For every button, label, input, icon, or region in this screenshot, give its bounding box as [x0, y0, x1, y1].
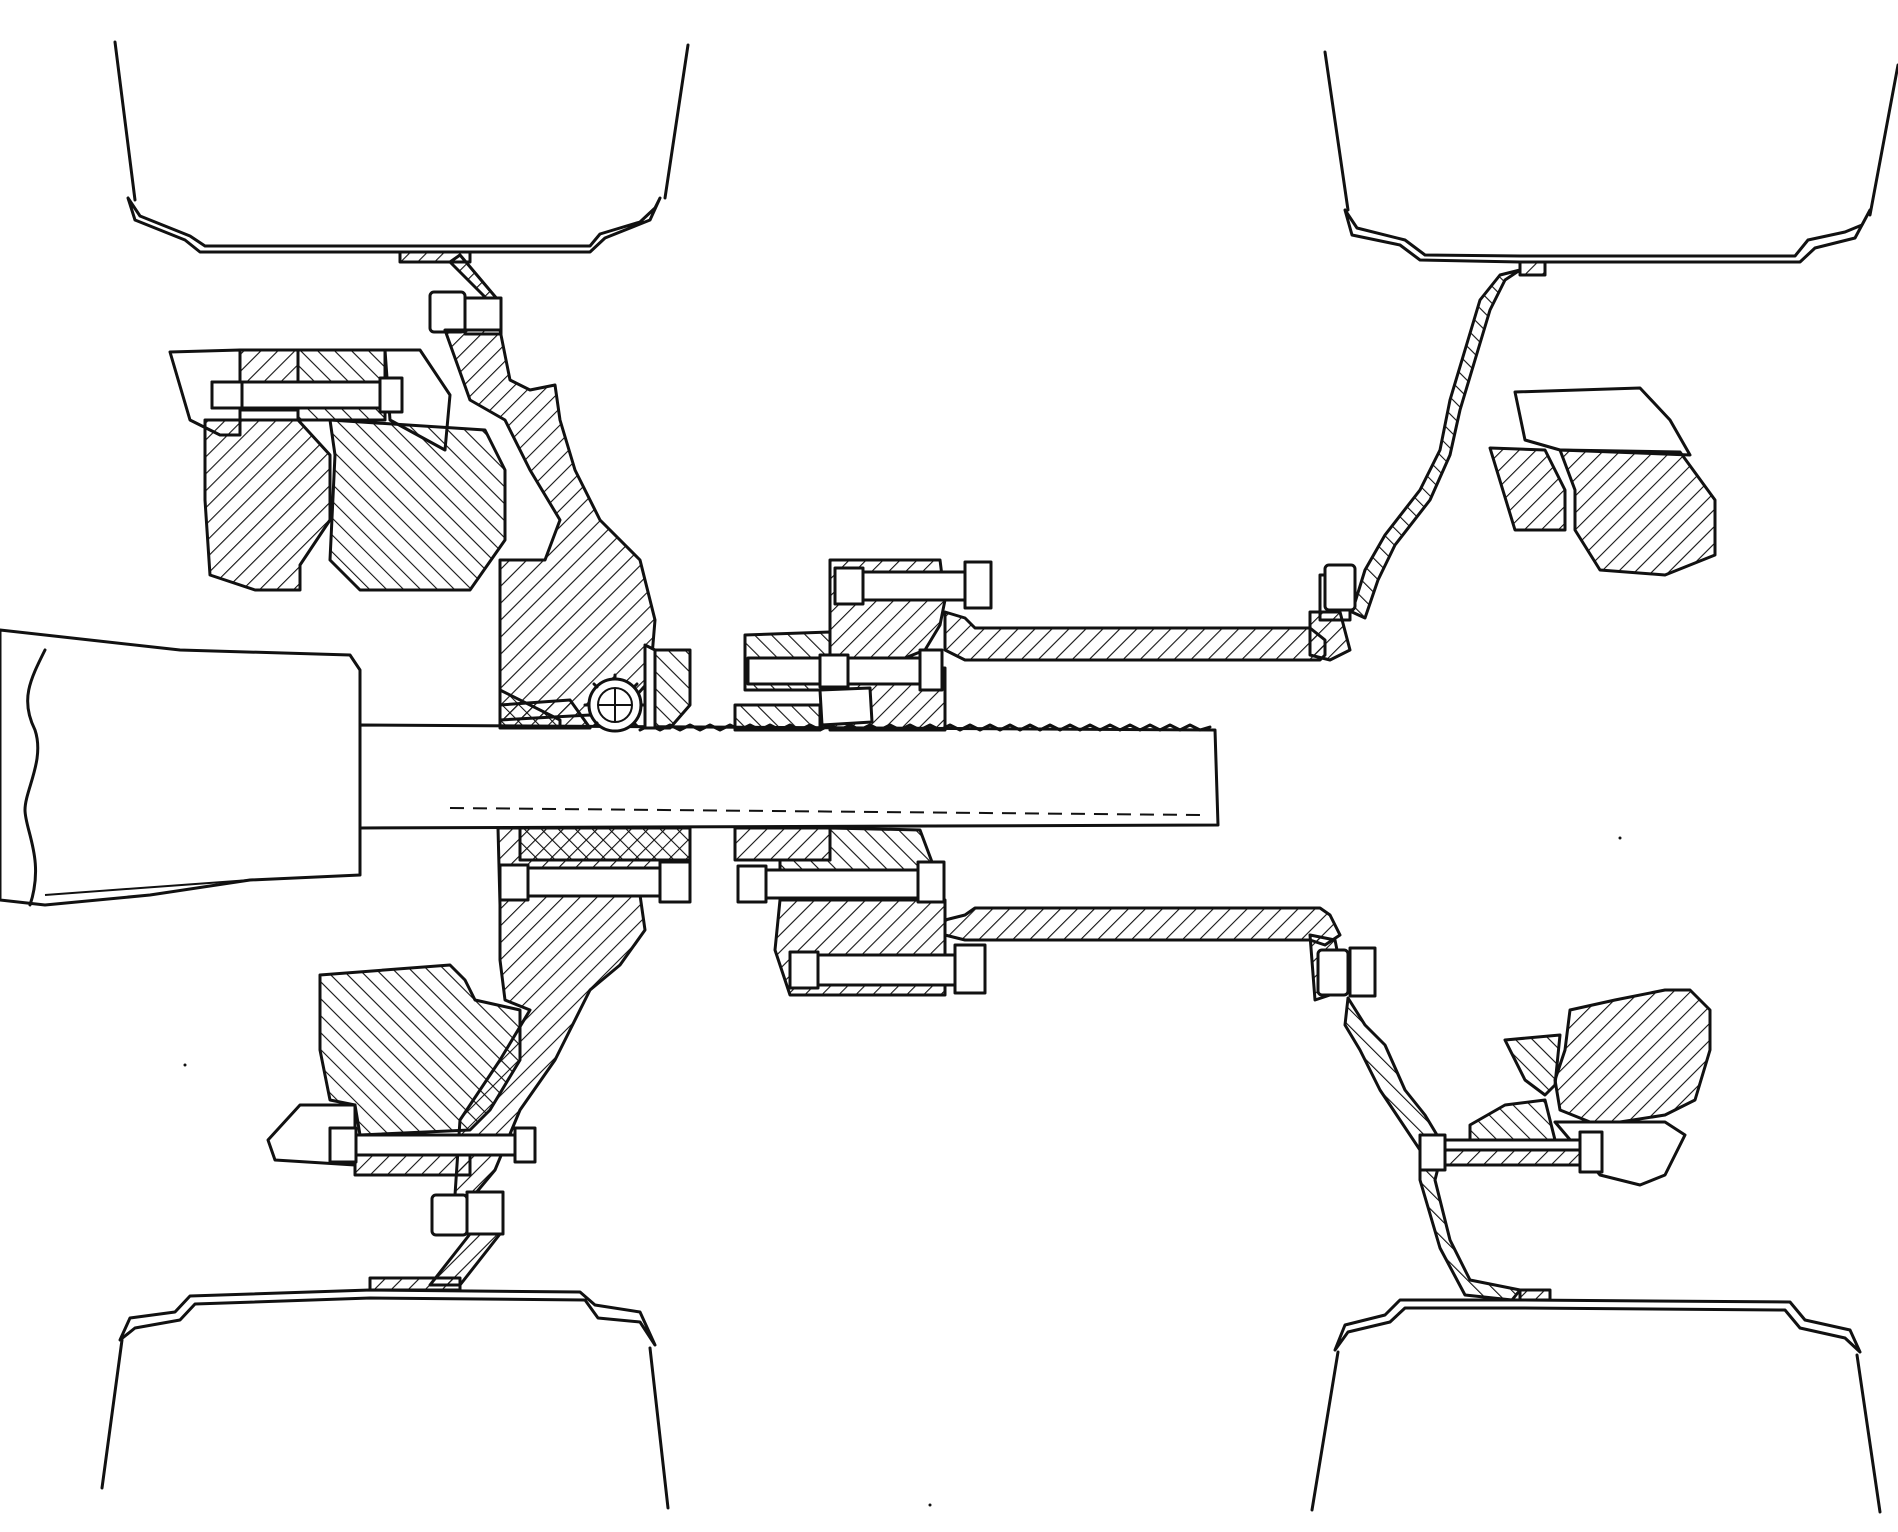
lower-left-nut — [430, 1193, 469, 1237]
upper-right-rim — [1343, 208, 1872, 277]
lower-left-caliper-nut — [328, 1126, 358, 1164]
upper-left-nut — [428, 290, 467, 334]
upper-left-brake-caliper — [168, 348, 507, 592]
pinion-gear — [583, 673, 647, 733]
left-axle-housing — [0, 628, 362, 907]
lower-right-inner-bolt-head — [916, 860, 946, 904]
left-gear-housing — [498, 643, 692, 730]
upper-right-tire — [1323, 50, 1898, 217]
drive-shaft — [358, 723, 1220, 830]
lower-right-inner-nut — [736, 864, 768, 904]
upper-right-disc-nut — [1323, 563, 1357, 612]
upper-left-caliper-bolt-head — [378, 376, 404, 414]
lower-right-caliper-nut — [1418, 1133, 1447, 1172]
lower-right-arm-bolt-head — [1348, 946, 1377, 998]
lower-right-bolt-head — [953, 943, 987, 995]
upper-left-wheel-disc — [428, 253, 503, 336]
upper-right-inner-bolt-head — [918, 648, 944, 692]
lower-left-caliper-bolt-head — [513, 1126, 537, 1164]
upper-right-axle-arm — [943, 573, 1352, 662]
lower-right-inner-bolt — [736, 868, 940, 900]
lower-left-hub-carrier — [453, 826, 692, 1202]
upper-left-rim — [126, 196, 662, 264]
lower-left-bolt-head — [465, 1190, 505, 1236]
lower-left-caliper-bolt — [328, 1133, 532, 1157]
lower-right-nut — [788, 950, 820, 990]
upper-left-tire — [113, 40, 690, 202]
lower-left-hub-bolt-head — [658, 860, 692, 904]
upper-right-inner-nut — [818, 653, 850, 689]
scan-specks — [183, 836, 1622, 1507]
lower-left-rim — [118, 1288, 657, 1347]
upper-right-brake-caliper — [1488, 386, 1717, 577]
upper-right-bolt-head — [963, 560, 993, 610]
lower-right-axle-arm — [943, 906, 1377, 1002]
lower-right-arm-nut — [1316, 948, 1350, 997]
lower-right-brake-caliper — [1418, 988, 1712, 1187]
lower-right-tire — [1310, 1350, 1882, 1514]
upper-left-caliper-bolt — [210, 380, 404, 410]
upper-right-nut — [833, 566, 865, 606]
upper-right-hub — [733, 558, 993, 732]
lower-left-hub-nut — [498, 863, 530, 902]
lower-right-hub — [733, 826, 987, 997]
lower-left-wheel-disc — [368, 1190, 505, 1292]
upper-right-wheel-disc — [1323, 268, 1522, 620]
lower-right-caliper-bolt-head — [1578, 1130, 1604, 1174]
lower-right-rim — [1333, 1288, 1862, 1354]
upper-left-caliper-nut — [210, 380, 244, 410]
lower-left-brake-caliper — [266, 963, 537, 1177]
lower-left-tire — [100, 1338, 670, 1510]
